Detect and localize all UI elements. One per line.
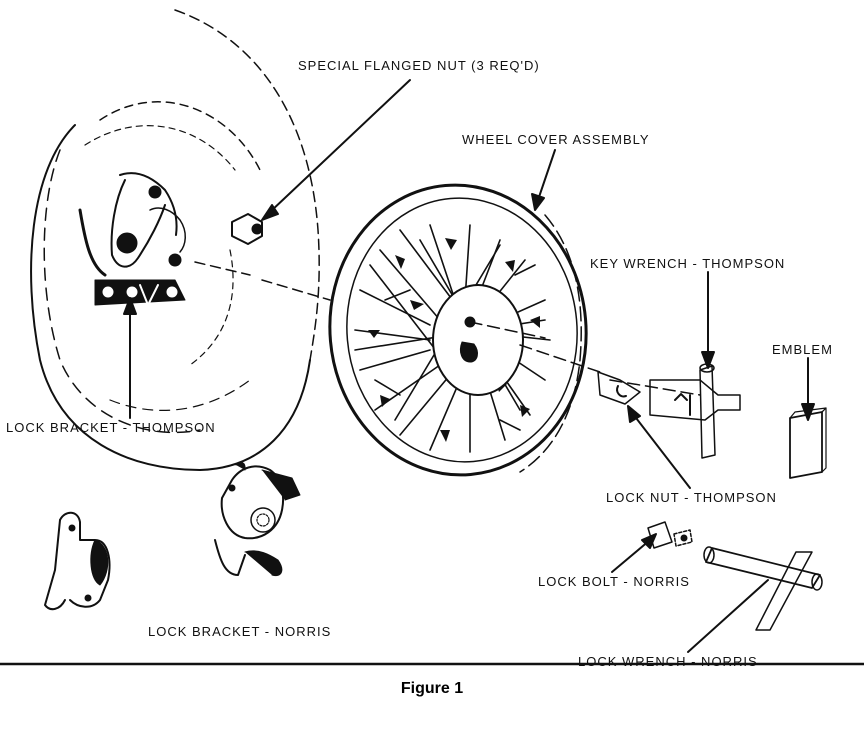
- lock-bracket-thompson-part: [78, 172, 186, 306]
- lock-nut-thompson-part: [597, 371, 641, 405]
- label-special-flanged-nut: SPECIAL FLANGED NUT (3 REQ'D): [298, 58, 540, 73]
- assembly-axis-left: [194, 261, 331, 301]
- label-lock-bracket-thompson: LOCK BRACKET - THOMPSON: [6, 420, 216, 435]
- label-lock-nut-thompson: LOCK NUT - THOMPSON: [606, 490, 777, 505]
- key-wrench-thompson-part: [649, 363, 741, 459]
- label-lock-bolt-norris: LOCK BOLT - NORRIS: [538, 574, 690, 589]
- leader-lines: [123, 79, 815, 653]
- lock-wrench-norris-part: [703, 546, 823, 631]
- wheel-cover-assembly-part: [328, 183, 588, 477]
- label-wheel-cover-assembly: WHEEL COVER ASSEMBLY: [462, 132, 650, 147]
- label-lock-wrench-norris: LOCK WRENCH - NORRIS: [578, 654, 758, 669]
- label-emblem: EMBLEM: [772, 342, 833, 357]
- wheel-rim-left: [30, 9, 320, 471]
- assembly-axis-right: [469, 321, 701, 396]
- label-key-wrench-thompson: KEY WRENCH - THOMPSON: [590, 256, 786, 271]
- lock-bracket-norris-part: [214, 461, 301, 577]
- special-flanged-nut-part: [231, 213, 263, 245]
- label-lock-bracket-norris: LOCK BRACKET - NORRIS: [148, 624, 332, 639]
- figure-caption: Figure 1: [400, 680, 464, 697]
- lock-bracket-norris-side-part: [44, 511, 111, 611]
